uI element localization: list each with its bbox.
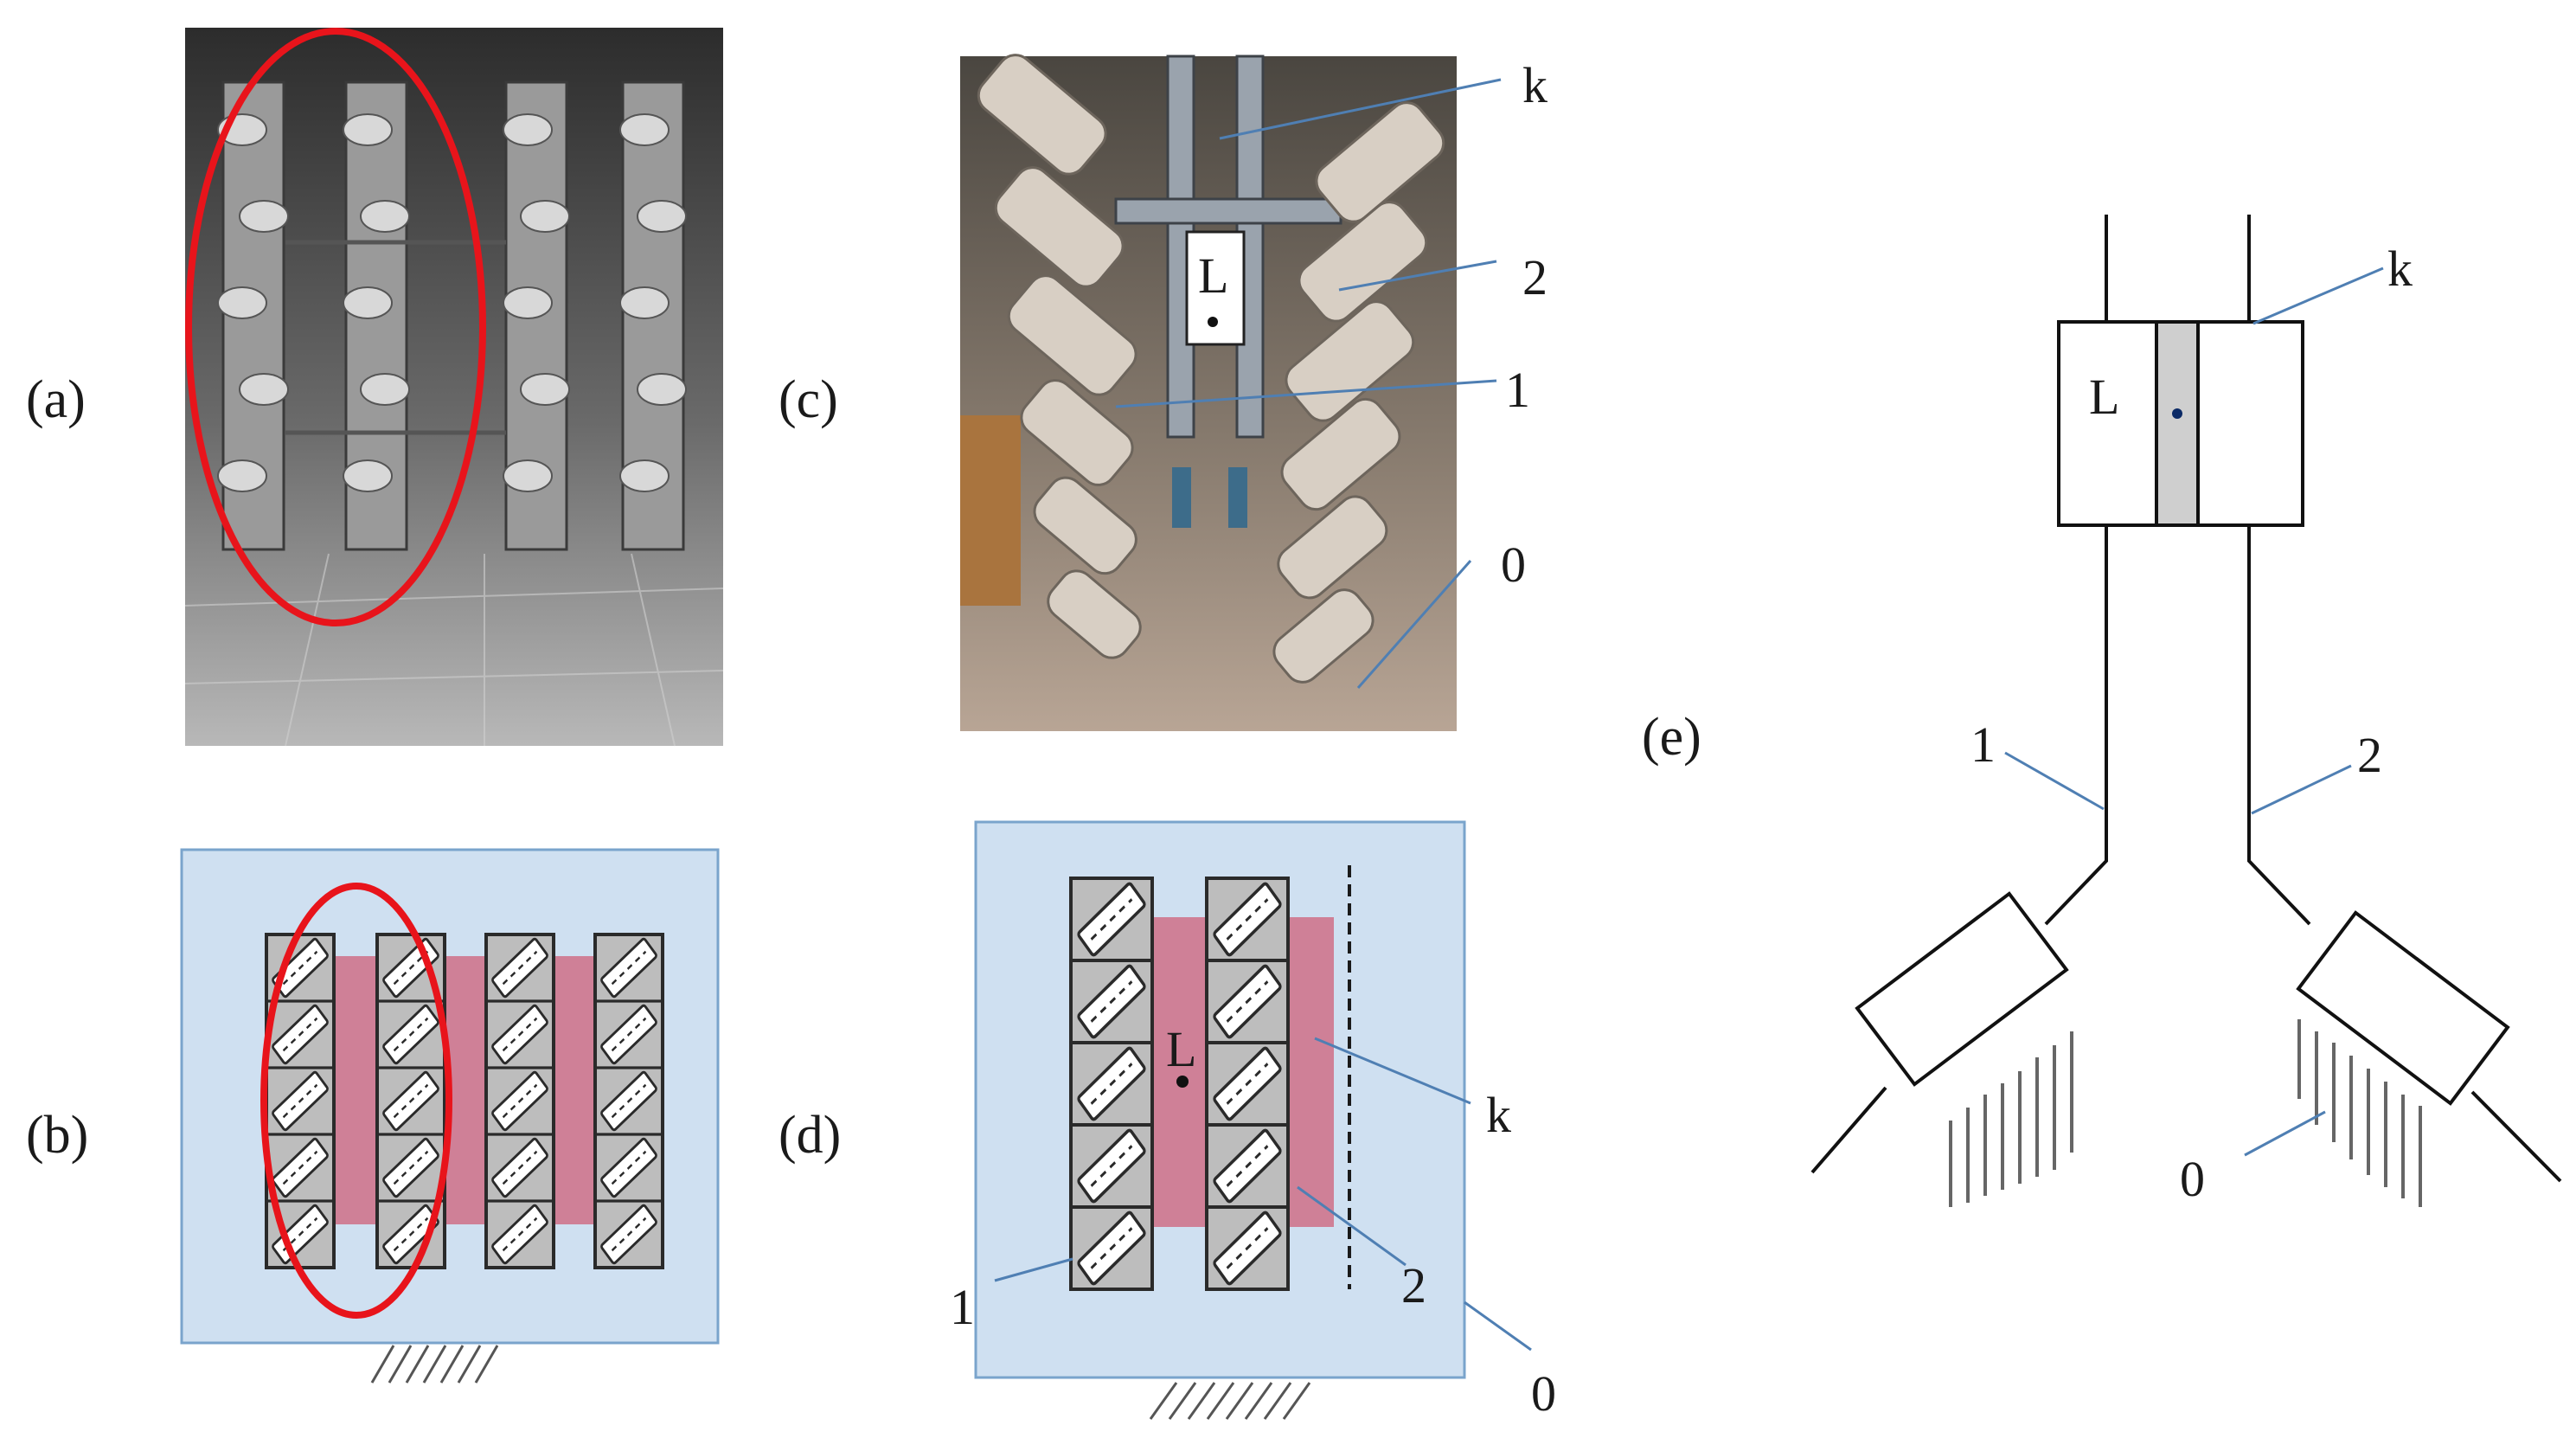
callout-1-c: 1 bbox=[1505, 362, 1530, 418]
callout-1-d: 1 bbox=[950, 1279, 975, 1335]
photo-a bbox=[184, 28, 724, 747]
panel-c-label: (c) bbox=[779, 370, 838, 429]
ground-hatch-icon bbox=[370, 1345, 499, 1384]
callout-0-d: 0 bbox=[1531, 1365, 1556, 1422]
panel-d: (d) L k 2 1 0 bbox=[779, 820, 1556, 1422]
panel-d-label: (d) bbox=[779, 1106, 841, 1165]
callout-2-e: 2 bbox=[2357, 727, 2382, 783]
highlight-ellipse-a bbox=[185, 28, 486, 626]
panel-e: (e) L bbox=[1642, 215, 2562, 1207]
callout-k-c: k bbox=[1522, 57, 1548, 113]
panel-b-label: (b) bbox=[26, 1106, 88, 1165]
leaders-e bbox=[2004, 267, 2384, 1157]
callout-1-e: 1 bbox=[1970, 716, 1996, 773]
callout-L-c: L bbox=[1198, 247, 1228, 304]
panel-b: (b) bbox=[26, 848, 720, 1384]
callout-L-box-c: L bbox=[1185, 230, 1246, 346]
leaders-d bbox=[994, 1037, 1532, 1352]
center-point-e bbox=[2172, 408, 2182, 419]
body-box-e bbox=[2057, 320, 2304, 527]
panel-e-label: (e) bbox=[1642, 708, 1701, 767]
right-track-shoe-e bbox=[2296, 910, 2562, 1207]
leaders-c bbox=[1115, 78, 1502, 689]
body-b bbox=[330, 956, 599, 1224]
ground-hatch-icon bbox=[1149, 1382, 1311, 1420]
callout-2-c: 2 bbox=[1522, 249, 1548, 305]
panel-c: (c) bbox=[779, 54, 1548, 731]
panel-a: (a) bbox=[26, 28, 724, 747]
callout-L-d: L bbox=[1166, 1021, 1196, 1077]
callout-0-c: 0 bbox=[1501, 536, 1526, 593]
highlight-ellipse-b bbox=[260, 883, 452, 1319]
left-track-shoe-e bbox=[1810, 891, 2073, 1207]
center-point-d bbox=[1176, 1076, 1189, 1088]
callout-k-e: k bbox=[2387, 241, 2413, 297]
callout-2-d: 2 bbox=[1401, 1257, 1426, 1313]
photo-c bbox=[960, 54, 1457, 731]
callout-k-d: k bbox=[1486, 1087, 1511, 1143]
callout-0-e: 0 bbox=[2180, 1151, 2205, 1207]
callout-L-e: L bbox=[2089, 369, 2119, 425]
panel-a-label: (a) bbox=[26, 370, 86, 429]
